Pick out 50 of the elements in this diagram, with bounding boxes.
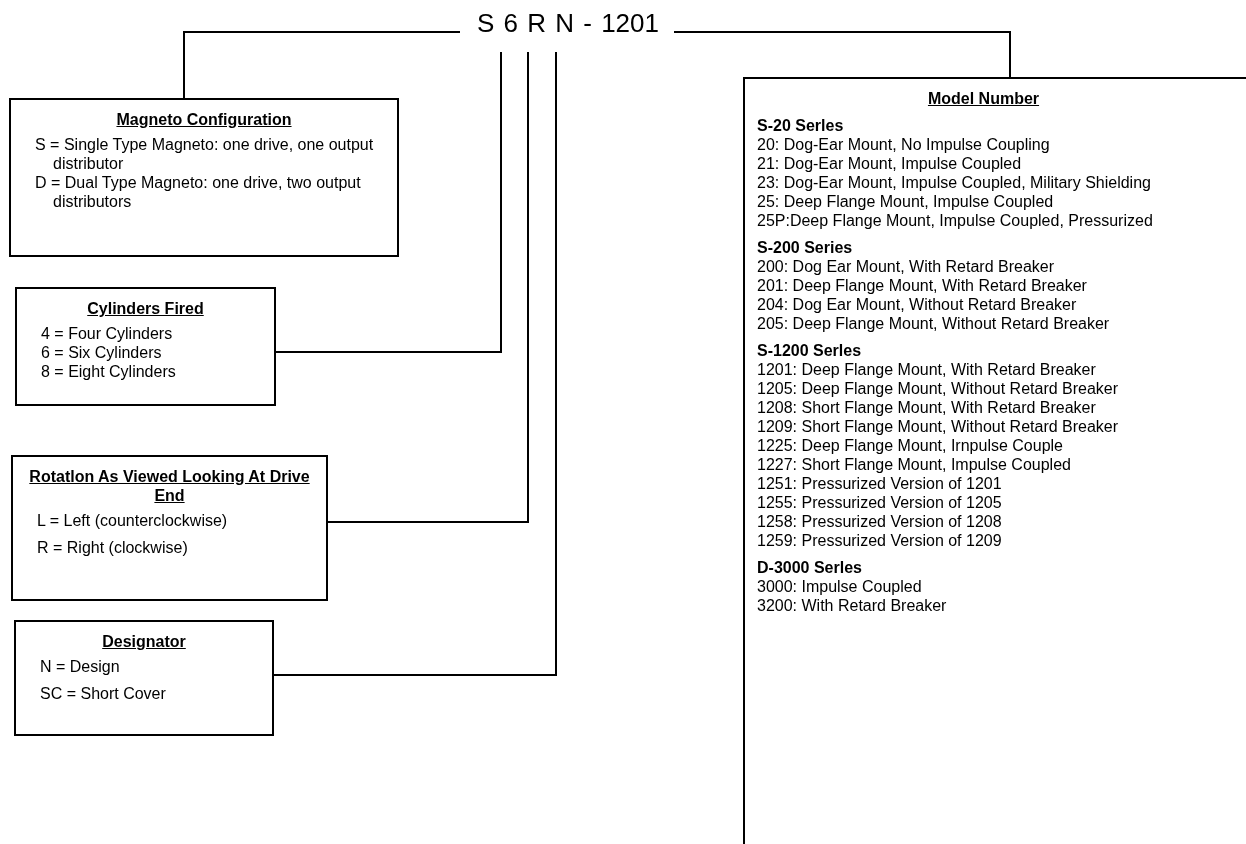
code-entry: 1227: Short Flange Mount, Impulse Coupled [757, 455, 1072, 474]
code-entry: 1251: Pressurized Version of 1201 [757, 474, 1003, 493]
code-entry: 200: Dog Ear Mount, With Retard Breaker [757, 257, 1056, 276]
legend-box [14, 620, 274, 736]
code-entry: 25P:Deep Flange Mount, Impulse Coupled, Pressurized [757, 211, 1154, 230]
box-heading: Magneto Configuration [115, 110, 293, 129]
legend-box [11, 455, 328, 601]
code-entry: 1205: Deep Flange Mount, Without Retard Breaker [757, 379, 1120, 398]
code-entry: 4 = Four Cylinders [41, 324, 174, 343]
code-entry: 1259: Pressurized Version of 1209 [757, 531, 1003, 550]
code-entry: 8 = Eight Cylinders [41, 362, 177, 381]
model-code: S 6 R N - 1201 [476, 7, 660, 39]
legend-box [743, 77, 1246, 844]
code-entry: 25: Deep Flange Mount, Impulse Coupled [757, 192, 1055, 211]
code-entry: D = Dual Type Magneto: one drive, two output distributors [35, 173, 362, 211]
code-entry: 201: Deep Flange Mount, With Retard Breaker [757, 276, 1088, 295]
code-entry: 21: Dog-Ear Mount, Impulse Coupled [757, 154, 1023, 173]
connector-line [273, 51, 557, 676]
code-entry: 3000: Impulse Coupled [757, 577, 923, 596]
code-entry: R = Right (clockwise) [37, 538, 189, 557]
code-entry: N = Design [40, 657, 121, 676]
series-heading: S-20 Serles [757, 116, 845, 135]
code-entry: 205: Deep Flange Mount, Without Retard Breaker [757, 314, 1111, 333]
code-entry: 1225: Deep Flange Mount, Irnpulse Couple [757, 436, 1064, 455]
connector-line [673, 31, 1011, 78]
legend-box [9, 98, 399, 257]
series-heading: S-200 Series [757, 238, 854, 257]
legend-box [15, 287, 276, 406]
series-heading: D-3000 Serles [757, 558, 863, 577]
series-heading: S-1200 Serles [757, 341, 863, 360]
code-entry: 204: Dog Ear Mount, Without Retard Breaker [757, 295, 1078, 314]
connector-line [183, 31, 461, 99]
connector-line [275, 51, 502, 353]
box-heading: Designator [101, 632, 187, 651]
code-entry: 1255: Pressurized Version of 1205 [757, 493, 1003, 512]
code-entry: 1209: Short Flange Mount, Without Retard Breaker [757, 417, 1120, 436]
code-entry: 20: Dog-Ear Mount, No Impulse Coupling [757, 135, 1051, 154]
code-entry: 1208: Short Flange Mount, With Retard Breaker [757, 398, 1097, 417]
code-entry: 3200: With Retard Breaker [757, 596, 948, 615]
code-entry: L = Left (counterclockwise) [37, 511, 229, 530]
code-entry: SC = Short Cover [40, 684, 167, 703]
code-entry: 23: Dog-Ear Mount, Impulse Coupled, Military Shielding [757, 173, 1152, 192]
box-heading: Cylinders Fired [86, 299, 205, 318]
connector-line [327, 51, 529, 523]
box-heading: Model Number [926, 89, 1041, 108]
code-entry: S = Single Type Magneto: one drive, one output distributor [35, 135, 375, 173]
box-heading: Rotatlon As Viewed Looking At Drive End [28, 467, 311, 505]
code-entry: 6 = Six Cylinders [41, 343, 163, 362]
code-entry: 1258: Pressurized Version of 1208 [757, 512, 1003, 531]
code-entry: 1201: Deep Flange Mount, With Retard Breaker [757, 360, 1097, 379]
